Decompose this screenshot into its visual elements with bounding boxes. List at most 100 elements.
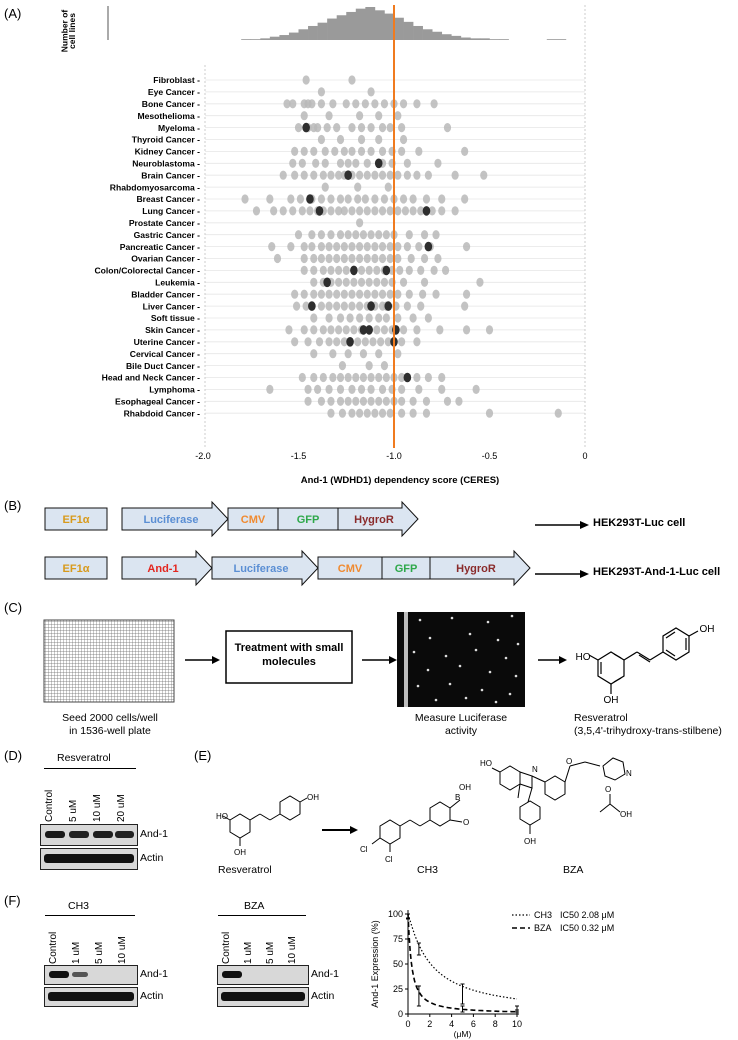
data-point	[378, 408, 387, 418]
measure-caption-line1: Measure Luciferase	[414, 712, 508, 724]
category-label: Mesothelioma -	[137, 111, 200, 121]
blot-d-bracket	[44, 768, 136, 769]
data-point	[398, 123, 406, 133]
scatter-points	[241, 75, 562, 418]
data-point	[375, 396, 383, 406]
luciferase-signal	[412, 650, 416, 654]
data-point	[386, 408, 394, 418]
lane-label: 5 uM	[68, 799, 79, 822]
data-point	[394, 349, 402, 359]
histogram-bar	[260, 38, 271, 40]
data-point	[363, 206, 371, 216]
data-point	[350, 325, 358, 335]
data-point	[359, 372, 368, 383]
treatment-box	[225, 630, 353, 684]
svg-text:IC50 2.08 μM: IC50 2.08 μM	[560, 910, 614, 920]
data-point	[352, 158, 360, 168]
compound-iupac: (3,5,4'-trihydroxy-trans-stilbene)	[574, 725, 722, 737]
result-arrow-1	[535, 521, 589, 529]
luciferase-signal	[468, 632, 472, 636]
data-point	[386, 253, 394, 264]
data-point	[310, 146, 318, 156]
data-point	[356, 206, 364, 216]
category-label: Bile Duct Cancer -	[126, 361, 200, 371]
arrow-1	[185, 656, 220, 664]
data-point	[357, 134, 366, 145]
data-point	[359, 396, 368, 406]
data-point	[287, 194, 295, 204]
data-point	[348, 242, 356, 252]
data-point	[398, 372, 406, 383]
data-point	[382, 372, 390, 383]
data-point	[462, 325, 471, 335]
data-point	[367, 146, 375, 156]
data-point	[438, 372, 446, 383]
data-point	[371, 253, 379, 264]
data-point	[398, 146, 406, 156]
data-point	[399, 325, 408, 335]
data-point	[308, 230, 316, 240]
data-point	[338, 361, 347, 371]
histogram-bar	[403, 21, 414, 40]
data-point	[356, 313, 364, 323]
data-point	[291, 146, 299, 156]
data-point	[336, 230, 345, 240]
lane-label: 5 uM	[94, 941, 105, 964]
category-label: Thyroid Cancer -	[132, 135, 200, 145]
construct-label: HygroR	[354, 514, 394, 526]
x-tick-label: 2	[427, 1019, 432, 1029]
data-point	[394, 313, 402, 323]
blot-f1-actin-strip	[44, 987, 138, 1007]
data-point	[291, 289, 299, 299]
data-point	[327, 408, 335, 418]
category-row: Lymphoma -	[149, 385, 585, 395]
data-point	[291, 170, 299, 180]
luciferase-signal	[488, 670, 492, 674]
highlighted-point	[384, 301, 393, 311]
data-point	[375, 372, 383, 383]
data-point	[241, 194, 249, 204]
construct-label: CMV	[338, 563, 363, 575]
data-point	[386, 170, 394, 180]
data-point	[298, 206, 306, 216]
data-point	[340, 206, 348, 216]
luciferase-signal	[504, 656, 508, 660]
data-point	[359, 349, 368, 359]
data-point	[480, 170, 488, 180]
construct-label: Luciferase	[143, 514, 198, 526]
data-point	[321, 182, 329, 192]
data-point	[310, 372, 318, 383]
data-point	[300, 111, 308, 121]
e-oh-3: OH	[459, 783, 471, 792]
data-point	[336, 313, 345, 323]
e-o-2: O	[566, 757, 572, 766]
data-point	[317, 253, 326, 264]
data-point	[367, 87, 375, 97]
construct-label: CMV	[241, 514, 266, 526]
luciferase-signal	[494, 700, 498, 704]
data-point	[317, 289, 326, 299]
well-plate	[43, 619, 175, 703]
blot-d-and1-strip	[40, 824, 138, 846]
resveratrol-oh-label-1: OH	[604, 695, 619, 706]
data-point	[317, 134, 326, 145]
data-point	[310, 313, 318, 323]
data-point	[357, 277, 366, 287]
panel-label-d: (D)	[4, 748, 23, 763]
data-point	[451, 206, 459, 216]
data-point	[340, 289, 348, 299]
data-point	[317, 99, 326, 109]
blot-f2-treatment: BZA	[244, 900, 265, 912]
data-point	[430, 265, 438, 275]
data-point	[371, 289, 379, 299]
luciferase-signal	[426, 668, 430, 672]
highlighted-point	[422, 206, 431, 216]
e-label-ch3: CH3	[417, 864, 439, 876]
data-point	[413, 170, 421, 180]
data-point	[300, 265, 308, 275]
category-label: Eye Cancer -	[148, 87, 200, 97]
data-point	[325, 313, 333, 323]
